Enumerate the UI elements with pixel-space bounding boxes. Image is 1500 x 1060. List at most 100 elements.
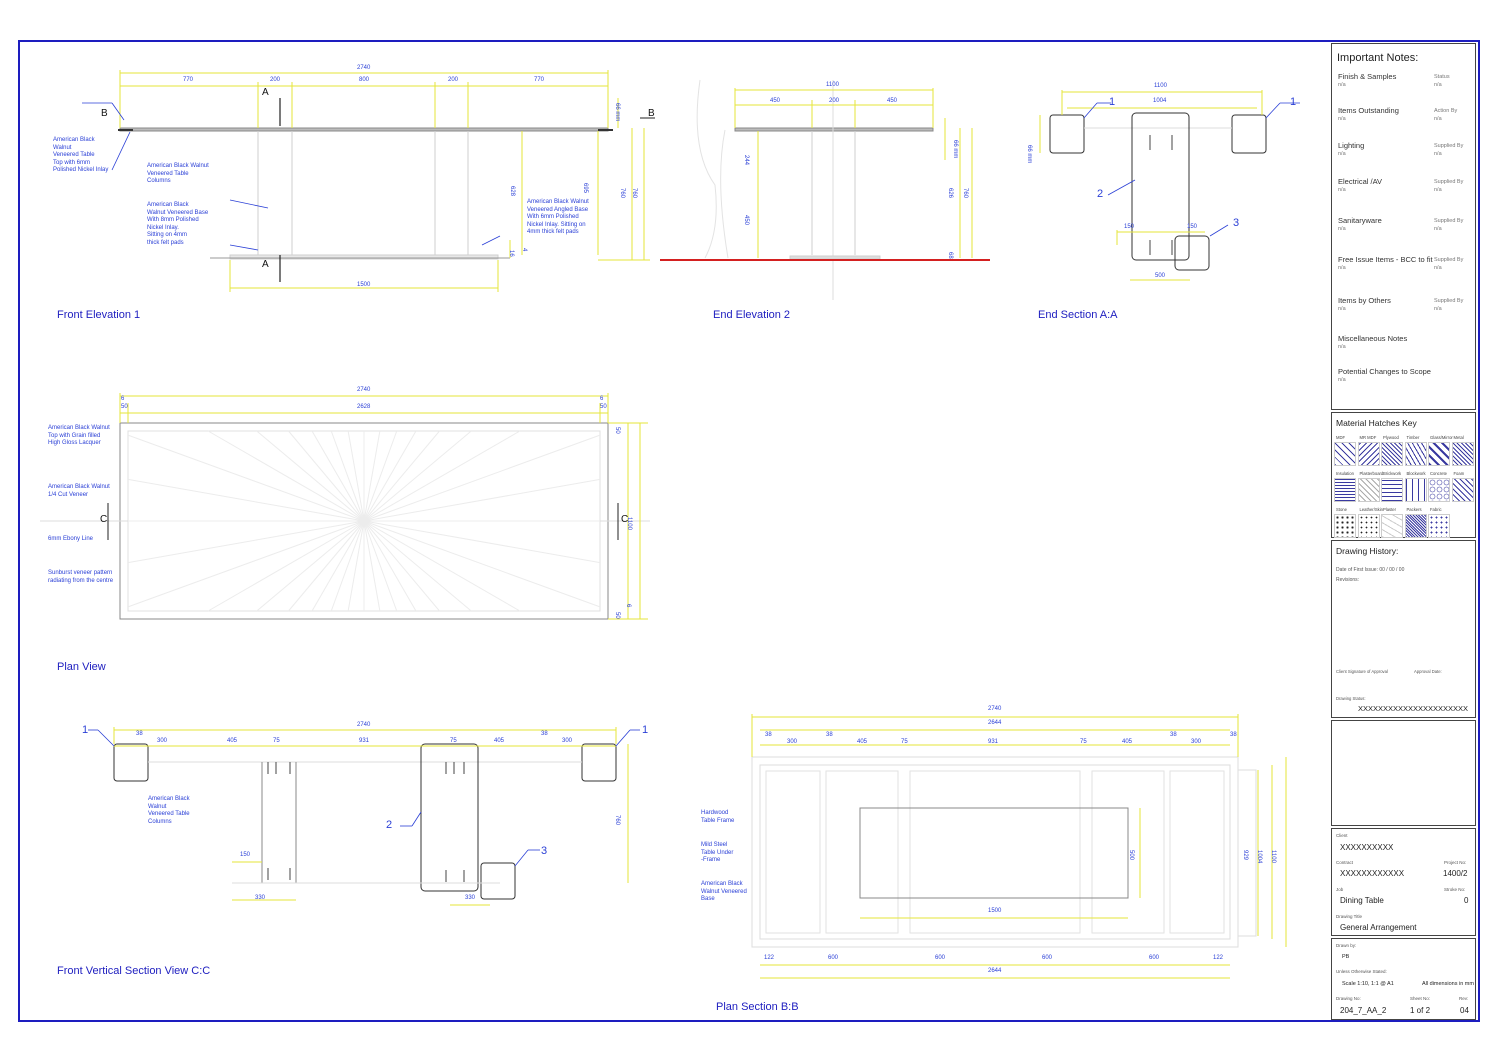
dimension-fe-h2: 628 xyxy=(509,186,515,197)
note-side-value: n/a xyxy=(1434,151,1442,157)
sunburst-ray xyxy=(288,430,365,522)
dimension-ps-500: 500 xyxy=(1128,850,1134,861)
title-value: General Arrangement xyxy=(1340,923,1417,932)
stroke-label: Stroke No: xyxy=(1444,887,1466,892)
sheet-no-label: Sheet No: xyxy=(1410,996,1431,1001)
dimension-es-base: 500 xyxy=(1155,273,1166,279)
dimension-ps-h: 405 xyxy=(1122,739,1133,745)
dimension-fs-c: 405 xyxy=(227,738,238,744)
unless-stated-label: Unless Otherwise Stated: xyxy=(1336,969,1387,974)
plan-section-title: Plan Section B:B xyxy=(716,1001,799,1013)
sunburst-ray xyxy=(288,520,365,612)
hatch-label: Metal xyxy=(1453,435,1464,440)
note-label: Items by Others xyxy=(1338,296,1391,305)
note-value: n/a xyxy=(1338,151,1346,157)
sunburst-ray xyxy=(347,430,365,522)
dimension-fs-330a: 330 xyxy=(255,895,266,901)
dimension-ps-total: 2740 xyxy=(988,706,1002,712)
annotation-section-columns: American Black Walnut Veneered Table Col… xyxy=(148,796,190,825)
note-value: n/a xyxy=(1338,116,1346,122)
drawing-status-label: Drawing Status: xyxy=(1336,696,1366,701)
annotation-angled-base: American Black Walnut Veneered Angled Ba… xyxy=(527,199,589,235)
hatch-swatch xyxy=(1357,514,1380,538)
dimension-ee-h2: 244 xyxy=(743,155,749,166)
rev-label: Rev: xyxy=(1459,996,1469,1001)
client-value: XXXXXXXXXX xyxy=(1340,843,1394,852)
callout-sec-c: C xyxy=(100,514,108,525)
sunburst-ray xyxy=(311,430,365,522)
plan-view-title: Plan View xyxy=(57,661,106,673)
client-signature-label: Client Signature of Approval xyxy=(1336,669,1388,674)
sunburst-ray xyxy=(363,434,601,522)
plan-section-drawing xyxy=(751,756,1257,948)
note-label: Potential Changes to Scope xyxy=(1338,367,1431,376)
dimension-fe-e: 770 xyxy=(534,77,545,83)
dimension-es-a: 150 xyxy=(1124,224,1135,230)
dimension-fe-a: 770 xyxy=(183,77,194,83)
end-section-drawing xyxy=(1049,112,1267,271)
drawn-by-label: Drawn by: xyxy=(1336,943,1357,948)
hatch-label: Plasterboard xyxy=(1359,471,1384,476)
callout-two: 2 xyxy=(1097,188,1104,200)
dimension-fs-e: 931 xyxy=(359,738,370,744)
dimension-ps-j: 300 xyxy=(1191,739,1202,745)
note-label: Free Issue Items - BCC to fit xyxy=(1338,255,1433,264)
hatch-label: Stone xyxy=(1336,507,1347,512)
sunburst-ray xyxy=(363,430,521,522)
sunburst-ray xyxy=(256,520,365,612)
annotation-table-top: American Black Walnut Veneered Table Top… xyxy=(53,137,109,173)
note-label: Sanitaryware xyxy=(1338,216,1382,225)
dimension-pv-r1: 6 xyxy=(600,396,604,402)
note-label: Electrical /AV xyxy=(1338,177,1383,186)
dimension-fs-g: 405 xyxy=(494,738,505,744)
dimension-fe-h3: 695 xyxy=(582,183,588,194)
sunburst-ray xyxy=(363,520,381,612)
dimension-fe-total: 2740 xyxy=(357,65,371,71)
hatch-label: Plywood xyxy=(1383,435,1399,440)
callout-one: 1 xyxy=(642,724,649,736)
dimension-fe-d: 200 xyxy=(448,77,459,83)
dimension-fs-i: 300 xyxy=(562,738,573,744)
callout-one: 1 xyxy=(82,724,89,736)
dimension-es-total: 1100 xyxy=(1154,83,1167,89)
dimension-pv-t: 50 xyxy=(614,427,620,434)
dimension-fe-h4: 760 xyxy=(619,188,625,199)
dimension-ee-h1: 66 mm xyxy=(952,140,958,159)
dimension-ps-b6: 122 xyxy=(1213,955,1224,961)
hatch-swatch xyxy=(1451,478,1474,502)
dimension-pv-r2: 50 xyxy=(600,404,607,410)
annotation-table-frame: Hardwood Table Frame xyxy=(701,810,735,824)
hatch-label: Insulation xyxy=(1336,471,1354,476)
project-label: Project No: xyxy=(1444,860,1467,865)
dimension-ee-h4: 626 xyxy=(947,188,953,199)
dimension-ps-b5: 600 xyxy=(1149,955,1160,961)
dimension-fe-h1: 66 mm xyxy=(614,103,620,122)
first-issue-date: Date of First Issue: 00 / 00 / 00 xyxy=(1336,567,1405,573)
dimension-ps-inner: 2644 xyxy=(988,720,1002,726)
note-side-label: Supplied By xyxy=(1434,143,1464,149)
dimension-pv-total: 2740 xyxy=(357,387,371,393)
dimension-fs-a: 38 xyxy=(136,731,143,737)
dimension-ee-a: 450 xyxy=(770,98,781,104)
callout-one: 1 xyxy=(1290,96,1297,108)
dimension-pv-b: 50 xyxy=(614,612,620,619)
dimension-fs-total: 2740 xyxy=(357,722,371,728)
note-value: n/a xyxy=(1338,344,1346,350)
dimension-fs-b: 300 xyxy=(157,738,168,744)
note-side-value: n/a xyxy=(1434,82,1442,88)
dimension-ps-base: 1500 xyxy=(988,908,1002,914)
annotation-steel-frame: Mild Steel Table Under -Frame xyxy=(701,842,734,863)
hatch-swatch xyxy=(1334,514,1356,538)
drawing-status: XXXXXXXXXXXXXXXXXXXXXX xyxy=(1358,704,1469,713)
dimension-ee-c: 450 xyxy=(887,98,898,104)
hatch-label: MDF xyxy=(1336,435,1346,440)
sunburst-ray xyxy=(363,430,398,522)
note-value: n/a xyxy=(1338,306,1346,312)
annotation-ps-base: American Black Walnut Veneered Base xyxy=(701,881,747,902)
note-side-label: Supplied By xyxy=(1434,257,1464,263)
note-value: n/a xyxy=(1338,377,1346,383)
approval-date-label: Approval Date: xyxy=(1414,669,1442,674)
hatch-swatch xyxy=(1451,442,1474,466)
dimension-ps-bottom: 2644 xyxy=(988,968,1002,974)
